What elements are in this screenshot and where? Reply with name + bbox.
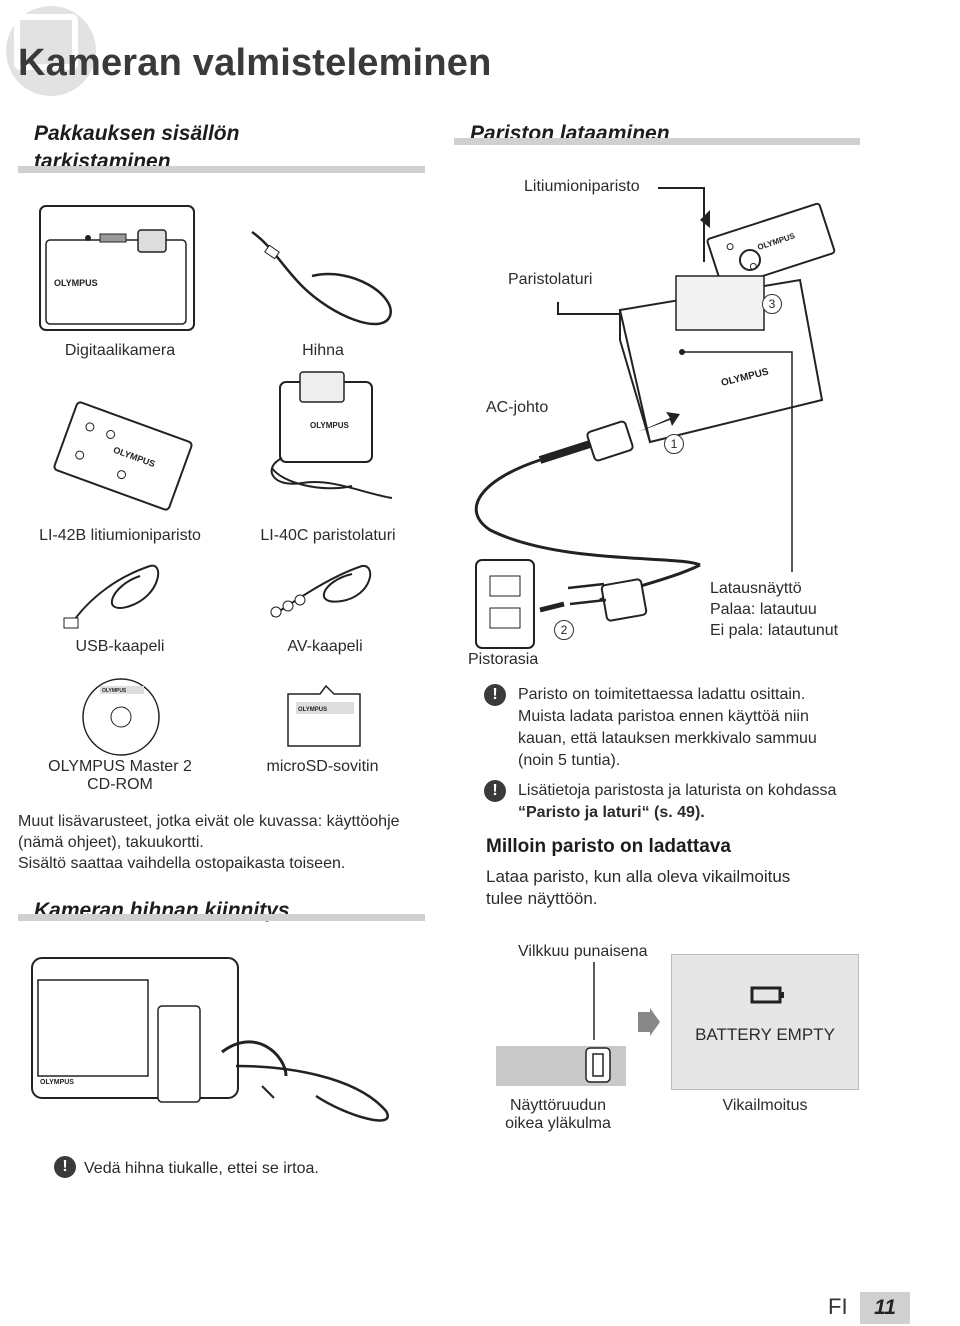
outlet-label: Pistorasia: [468, 651, 539, 668]
strap-label: Hihna: [302, 342, 344, 359]
when-charge-text: Lataa paristo, kun alla oleva vikailmoit…: [486, 866, 790, 910]
blink-label: Vilkkuu punaisena: [518, 943, 648, 960]
contents-note: Muut lisävarusteet, jotka eivät ole kuva…: [18, 811, 438, 874]
footer-page-box: 11: [860, 1292, 910, 1324]
cd-rom-illustration: OLYMPUS: [82, 678, 160, 756]
charging-note-1-line3: kauan, että latauksen merkkivalo sammuu: [518, 730, 817, 747]
charging-note-2: Lisätietoja paristosta ja laturista on k…: [518, 780, 938, 824]
charger-illustration: OLYMPUS: [270, 371, 393, 499]
cd-rom-label-line2: CD-ROM: [87, 776, 153, 793]
charging-note-2-line1: Lisätietoja paristosta ja laturista on k…: [518, 782, 837, 799]
error-label: Vikailmoitus: [722, 1097, 808, 1114]
battery-empty-icon: [750, 986, 784, 1004]
step-3-badge: 3: [762, 294, 782, 314]
svg-text:OLYMPUS: OLYMPUS: [310, 421, 349, 430]
charger-label: LI-40C paristolaturi: [260, 527, 396, 544]
battery-empty-message: BATTERY EMPTY: [695, 1025, 835, 1044]
arrow-right-icon: [638, 1008, 660, 1036]
charging-charger-label: Paristolaturi: [508, 271, 593, 288]
charging-note-1: Paristo on toimitettaessa ladattu ositta…: [518, 684, 938, 772]
usb-cable-illustration: [63, 564, 160, 629]
av-cable-illustration: [270, 565, 372, 618]
strap-warning-text: Vedä hihna tiukalle, ettei se irtoa.: [84, 1160, 319, 1177]
av-label: AV-kaapeli: [287, 638, 363, 655]
error-screen: BATTERY EMPTY: [671, 954, 859, 1090]
contents-note-line3: Sisältö saattaa vaihdella ostopaikasta t…: [18, 855, 346, 872]
charging-note-1-line2: Muista ladata paristoa ennen käyttöä nii…: [518, 708, 809, 725]
charging-note-2-line2: “Paristo ja laturi“ (s. 49).: [518, 804, 705, 821]
charging-note-1-icon: !: [484, 684, 506, 706]
footer-page-number: 11: [874, 1296, 896, 1319]
corner-label-line2: oikea yläkulma: [505, 1115, 611, 1132]
cd-rom-label: OLYMPUS Master 2 CD-ROM: [30, 758, 210, 794]
svg-text:OLYMPUS: OLYMPUS: [298, 707, 327, 713]
battery-illustration: OLYMPUS: [53, 401, 193, 511]
indicator-off: Ei pala: latautunut: [710, 622, 839, 639]
charging-note-1-line1: Paristo on toimitettaessa ladattu ositta…: [518, 686, 806, 703]
usb-label: USB-kaapeli: [75, 638, 165, 655]
svg-text:OLYMPUS: OLYMPUS: [102, 688, 127, 694]
contents-note-line1: Muut lisävarusteet, jotka eivät ole kuva…: [18, 813, 400, 830]
step-2-badge: 2: [554, 620, 574, 640]
svg-text:OLYMPUS: OLYMPUS: [40, 1079, 74, 1086]
strap-attachment-illustration: OLYMPUS: [31, 957, 390, 1122]
when-charge-text-line1: Lataa paristo, kun alla oleva vikailmoit…: [486, 867, 791, 886]
contents-heading-line1: Pakkauksen sisällön: [34, 122, 240, 145]
page-title: Kameran valmisteleminen: [18, 42, 492, 84]
indicator-on: Palaa: latautuu: [710, 601, 817, 618]
charging-illustration: OLYMPUS OLYMPUS: [474, 187, 836, 649]
battery-label: LI-42B litiumioniparisto: [39, 527, 201, 544]
title-decoration: [6, 6, 96, 96]
charging-note-1-line4: (noin 5 tuntia).: [518, 752, 621, 769]
when-charge-text-line2: tulee näyttöön.: [486, 889, 598, 908]
indicator-labels: Latausnäyttö Palaa: latautuu Ei pala: la…: [710, 578, 838, 641]
strap-illustration: [251, 230, 392, 326]
microsd-label: microSD-sovitin: [266, 758, 379, 775]
charging-battery-label: Litiumioniparisto: [524, 178, 640, 195]
microsd-adapter-illustration: OLYMPUS: [287, 684, 361, 747]
corner-label-line1: Näyttöruudun: [509, 1097, 607, 1114]
when-charge-heading: Milloin paristo on ladattava: [486, 836, 731, 857]
charging-ac-cord-label: AC-johto: [486, 399, 549, 416]
contents-heading-bar: [18, 166, 425, 173]
corner-label: Näyttöruudun oikea yläkulma: [490, 1097, 626, 1133]
step-1-badge: 1: [664, 434, 684, 454]
corner-screen-illustration: [496, 962, 626, 1086]
contents-note-line2: (nämä ohjeet), takuukortti.: [18, 834, 204, 851]
cd-rom-label-line1: OLYMPUS Master 2: [48, 758, 192, 775]
charging-heading-bar: [454, 138, 860, 145]
indicator-title: Latausnäyttö: [710, 580, 802, 597]
camera-label: Digitaalikamera: [64, 342, 176, 359]
strap-warning-icon: !: [54, 1156, 76, 1178]
title-decoration-inner: [14, 14, 78, 70]
strap-heading-bar: [18, 914, 425, 921]
digital-camera-illustration: OLYMPUS: [39, 205, 195, 331]
charging-note-2-icon: !: [484, 780, 506, 802]
svg-text:OLYMPUS: OLYMPUS: [54, 278, 98, 288]
footer-lang: FI: [828, 1294, 848, 1319]
